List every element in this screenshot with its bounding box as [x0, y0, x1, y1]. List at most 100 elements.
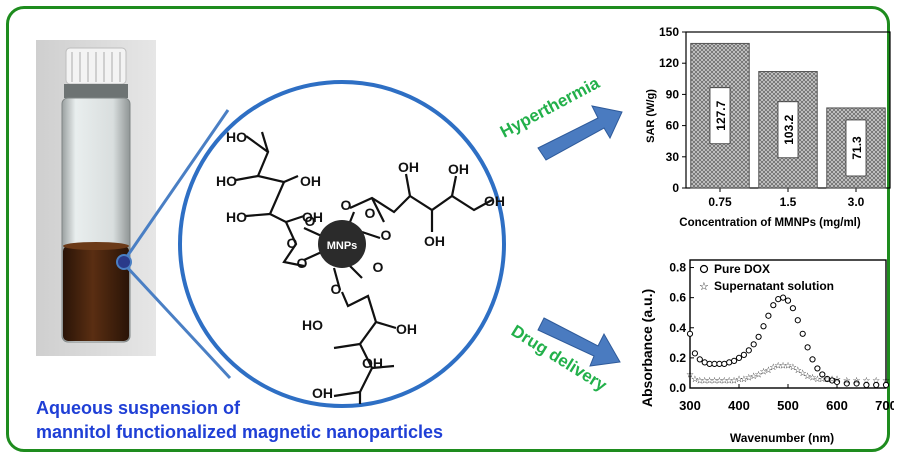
y-tick-label: 0.6: [669, 291, 686, 305]
y-tick-label: 0.0: [669, 381, 686, 395]
vial-photo: [36, 40, 156, 356]
pure-dox-point: [770, 302, 777, 309]
supernatant-point: ☆: [833, 374, 841, 384]
legend-supernatant: Supernatant solution: [714, 279, 834, 293]
supernatant-point: ☆: [750, 371, 758, 381]
caption-line-2: mannitol functionalized magnetic nanopar…: [36, 422, 444, 442]
hydroxyl-label: HO: [226, 209, 247, 225]
oxygen-label: O: [365, 205, 376, 221]
absorbance-ylabel: Absorbance (a.u.): [639, 289, 655, 407]
supernatant-point: ☆: [720, 375, 728, 385]
supernatant-point: ☆: [862, 375, 870, 385]
pure-dox-point: [760, 323, 767, 330]
x-tick-label: 600: [826, 398, 848, 413]
bar-chart-ylabel: SAR (W/g): [645, 89, 657, 143]
hydroxyl-label: OH: [300, 173, 321, 189]
mnp-core: [318, 220, 366, 268]
hydroxyl-label: OH: [448, 161, 469, 177]
supernatant-point: ☆: [794, 365, 802, 375]
mannitol-structure: [235, 131, 493, 404]
pure-dox-point: [882, 381, 890, 389]
y-tick-label: 0.4: [669, 321, 686, 335]
caption: Aqueous suspension of mannitol functiona…: [36, 396, 443, 444]
supernatant-point: ☆: [872, 375, 880, 385]
supernatant-point: ☆: [853, 375, 861, 385]
supernatant-point: ☆: [779, 360, 787, 370]
pure-dox-point: [696, 356, 703, 363]
hydroxyl-label: OH: [484, 193, 505, 209]
supernatant-point: ☆: [828, 374, 836, 384]
bar-value-label: 103.2: [782, 114, 796, 144]
y-tick-label: 90: [666, 87, 680, 101]
x-tick-label: 400: [728, 398, 750, 413]
x-tick-label: 500: [777, 398, 799, 413]
sample-dot: [116, 254, 132, 270]
pure-dox-point: [691, 350, 699, 357]
y-tick-label: 120: [659, 56, 679, 70]
hydroxyl-label: OH: [396, 321, 417, 337]
hydroxyl-label: OH: [362, 355, 383, 371]
pure-dox-point: [853, 380, 860, 387]
pure-dox-point: [750, 341, 757, 348]
supernatant-point: ☆: [745, 372, 753, 382]
hydroxyl-label: HO: [216, 173, 237, 189]
pure-dox-point: [843, 380, 850, 387]
pure-dox-point: [873, 381, 880, 389]
arrow-right-down-icon: [537, 317, 621, 367]
pure-dox-point: [799, 330, 806, 337]
oxygen-label: O: [373, 259, 384, 275]
x-tick-label: 3.0: [848, 195, 865, 209]
supernatant-point: ☆: [808, 372, 816, 382]
bar-value-label: 71.3: [850, 136, 864, 160]
supernatant-point: ☆: [759, 366, 767, 376]
pure-dox-point: [755, 333, 762, 340]
hydroxyl-label: OH: [398, 159, 419, 175]
supernatant-point: ☆: [706, 375, 714, 385]
oxygen-label: O: [381, 227, 392, 243]
bar: [690, 42, 750, 189]
oxygen-label: O: [331, 281, 342, 297]
pure-dox-point: [765, 312, 772, 319]
caption-line-1: Aqueous suspension of: [36, 398, 241, 418]
pure-dox-point: [809, 356, 816, 363]
bar-chart-xlabel: Concentration of MMNPs (mg/ml): [679, 217, 861, 229]
legend: Pure DOX ☆ Supernatant solution: [699, 262, 834, 293]
x-tick-label: 1.5: [780, 195, 797, 209]
supernatant-point: ☆: [882, 375, 890, 385]
supernatant-point: ☆: [740, 374, 748, 384]
zoom-line-bottom: [124, 264, 232, 380]
supernatant-point: ☆: [799, 368, 807, 378]
supernatant-point: ☆: [818, 374, 826, 384]
pure-dox-point: [794, 317, 801, 324]
supernatant-point: ☆: [710, 375, 718, 385]
hydroxyl-label: OH: [424, 233, 445, 249]
hydroxyl-label: HO: [302, 317, 323, 333]
supernatant-point: ☆: [769, 362, 777, 372]
supernatant-point: ☆: [813, 374, 821, 384]
oxygen-label: O: [297, 255, 308, 271]
pure-dox-point: [814, 365, 821, 372]
legend-star-marker: ☆: [699, 281, 709, 293]
zoom-line-top: [124, 109, 230, 259]
y-tick-label: 0.2: [669, 351, 686, 365]
pure-dox-point: [686, 330, 694, 337]
supernatant-point: ☆: [804, 371, 812, 381]
pure-dox-point: [731, 357, 738, 364]
pure-dox-point: [863, 381, 870, 389]
x-tick-label: 700: [875, 398, 894, 413]
oxygen-label: O: [287, 235, 298, 251]
mnp-core-label: MNPs: [327, 240, 358, 252]
pure-dox-point: [735, 354, 743, 361]
pure-dox-point: [784, 297, 792, 304]
bar-value-box: [845, 119, 867, 177]
supernatant-point: ☆: [725, 375, 733, 385]
x-tick-label: 0.75: [708, 195, 732, 209]
y-tick-label: 0: [672, 181, 679, 195]
legend-pure-dox: Pure DOX: [714, 262, 770, 276]
hydroxyl-label: OH: [302, 209, 323, 225]
y-tick-label: 60: [666, 119, 680, 133]
supernatant-point: ☆: [774, 360, 782, 370]
